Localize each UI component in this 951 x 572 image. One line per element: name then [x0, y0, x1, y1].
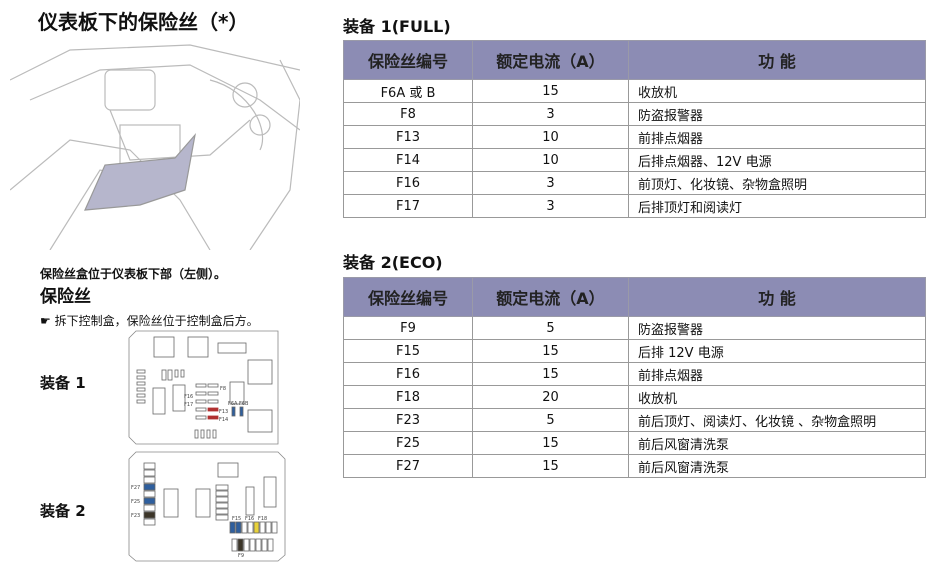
svg-text:F27: F27 — [131, 485, 140, 491]
svg-text:F18: F18 — [258, 516, 267, 522]
cell-fuse-number: F6A 或 B — [343, 79, 473, 103]
svg-text:F8: F8 — [220, 386, 226, 392]
cell-rated-current: 15 — [472, 362, 629, 386]
svg-text:F9: F9 — [238, 553, 244, 559]
cell-fuse-number: F27 — [343, 454, 473, 478]
header-rated-current: 额定电流（A） — [472, 277, 629, 317]
cell-rated-current: 10 — [472, 148, 629, 172]
cell-rated-current: 10 — [472, 125, 629, 149]
table-header: 保险丝编号额定电流（A）功 能 — [343, 40, 926, 80]
location-caption: 保险丝盒位于仪表板下部（左侧）。 — [40, 267, 227, 281]
svg-text:F17: F17 — [184, 402, 193, 408]
header-function: 功 能 — [628, 40, 926, 80]
svg-text:F6B: F6B — [239, 401, 249, 407]
svg-text:F14: F14 — [219, 417, 228, 423]
instruction-note: 拆下控制盒，保险丝位于控制盒后方。 — [54, 314, 259, 328]
table1-title: 装备 1(FULL) — [343, 17, 451, 36]
cell-rated-current: 3 — [472, 171, 629, 195]
cell-function: 前后风窗清洗泵 — [628, 454, 926, 478]
table-header: 保险丝编号额定电流（A）功 能 — [343, 277, 926, 317]
equip1-label: 装备 1 — [40, 374, 86, 392]
page-title: 仪表板下的保险丝（*） — [38, 10, 249, 34]
svg-text:F16: F16 — [245, 516, 254, 522]
cell-fuse-number: F25 — [343, 431, 473, 455]
cell-function: 后排点烟器、12V 电源 — [628, 148, 926, 172]
cell-fuse-number: F16 — [343, 171, 473, 195]
cell-function: 收放机 — [628, 385, 926, 409]
cell-function: 前顶灯、化妆镜、杂物盒照明 — [628, 171, 926, 195]
cell-rated-current: 3 — [472, 102, 629, 126]
cell-fuse-number: F14 — [343, 148, 473, 172]
svg-text:F16: F16 — [184, 394, 193, 400]
cell-function: 后排 12V 电源 — [628, 339, 926, 363]
cell-fuse-number: F23 — [343, 408, 473, 432]
cell-rated-current: 3 — [472, 194, 629, 218]
cell-function: 防盗报警器 — [628, 102, 926, 126]
cell-function: 前排点烟器 — [628, 125, 926, 149]
cell-fuse-number: F9 — [343, 316, 473, 340]
dashboard-illustration — [10, 44, 300, 250]
svg-text:F13: F13 — [219, 409, 228, 415]
pointing-hand-icon: ☛ — [40, 314, 51, 328]
header-fuse-number: 保险丝编号 — [343, 277, 473, 317]
section-subtitle: 保险丝 — [40, 287, 91, 307]
cell-rated-current: 5 — [472, 316, 629, 340]
cell-rated-current: 20 — [472, 385, 629, 409]
cell-function: 前后顶灯、阅读灯、化妆镜 、杂物盒照明 — [628, 408, 926, 432]
cell-function: 收放机 — [628, 79, 926, 103]
cell-fuse-number: F16 — [343, 362, 473, 386]
equip2-label: 装备 2 — [40, 502, 86, 520]
cell-rated-current: 15 — [472, 431, 629, 455]
cell-rated-current: 15 — [472, 339, 629, 363]
table2-title: 装备 2(ECO) — [343, 253, 443, 272]
cell-function: 前排点烟器 — [628, 362, 926, 386]
cell-fuse-number: F8 — [343, 102, 473, 126]
cell-function: 前后风窗清洗泵 — [628, 431, 926, 455]
svg-text:F6A: F6A — [228, 401, 238, 407]
cell-rated-current: 15 — [472, 79, 629, 103]
cell-rated-current: 15 — [472, 454, 629, 478]
cell-rated-current: 5 — [472, 408, 629, 432]
svg-text:F25: F25 — [131, 499, 140, 505]
cell-fuse-number: F17 — [343, 194, 473, 218]
cell-fuse-number: F15 — [343, 339, 473, 363]
header-function: 功 能 — [628, 277, 926, 317]
cell-function: 后排顶灯和阅读灯 — [628, 194, 926, 218]
cell-fuse-number: F18 — [343, 385, 473, 409]
header-fuse-number: 保险丝编号 — [343, 40, 473, 80]
svg-text:F15: F15 — [232, 516, 241, 522]
header-rated-current: 额定电流（A） — [472, 40, 629, 80]
svg-text:F23: F23 — [131, 513, 140, 519]
cell-fuse-number: F13 — [343, 125, 473, 149]
cell-function: 防盗报警器 — [628, 316, 926, 340]
